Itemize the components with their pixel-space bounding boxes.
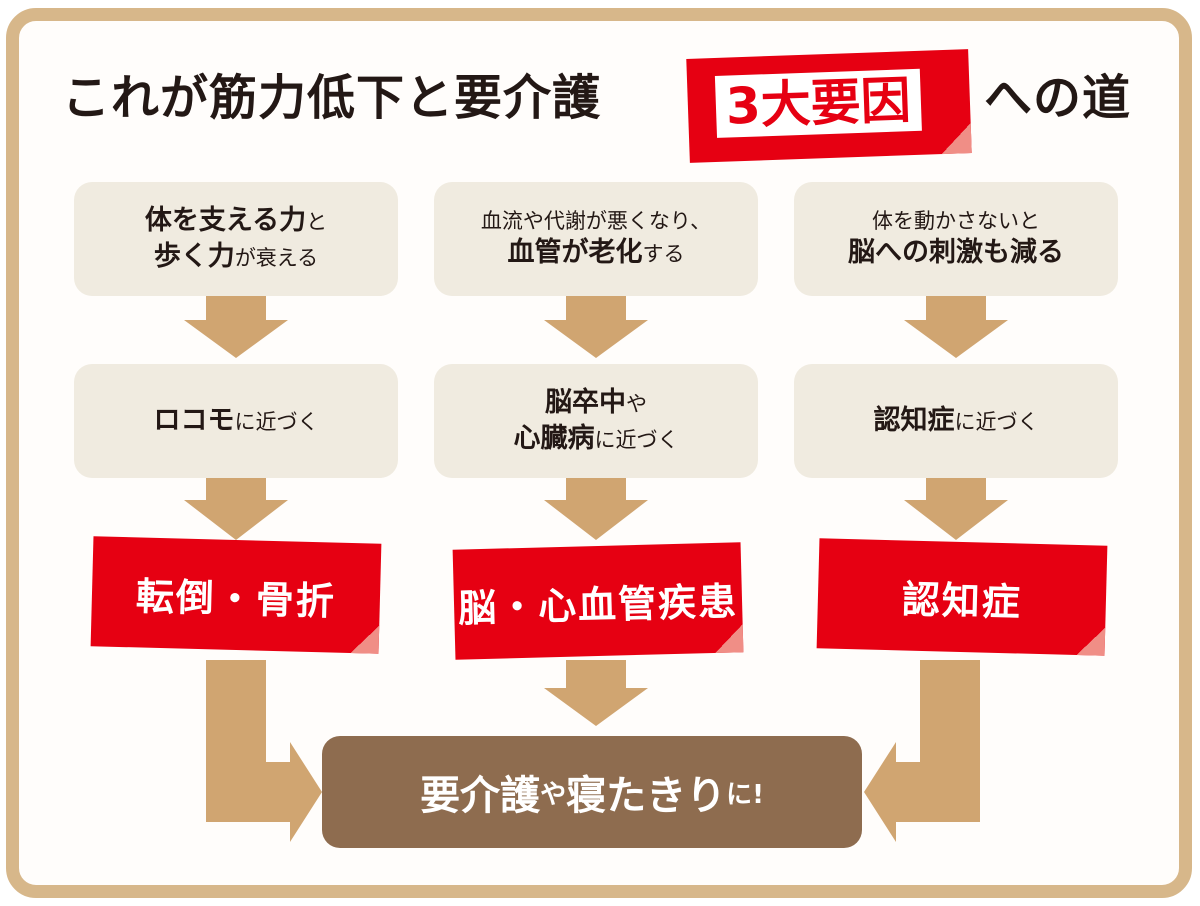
- cause-text: する: [642, 241, 685, 266]
- approach-box-2: 脳卒中や 心臓病に近づく: [434, 364, 758, 478]
- arrow-down-icon: [184, 478, 288, 540]
- title-badge: 3大要因: [686, 49, 972, 163]
- title-badge-text: 3大要因: [724, 71, 912, 136]
- approach-text: 脳卒中: [545, 386, 626, 418]
- elbow-arrow-right-icon: [206, 660, 322, 842]
- cause-text: 血流や代謝が悪くなり、: [480, 208, 712, 233]
- final-outcome-box: 要介護や寝たきりに!: [322, 736, 862, 848]
- page-title-prefix: これが筋力低下と要介護: [62, 70, 602, 126]
- result-label: 脳・心血管疾患: [457, 578, 739, 631]
- arrow-down-icon: [544, 660, 648, 726]
- arrow-down-icon: [184, 296, 288, 358]
- arrow-down-icon: [544, 296, 648, 358]
- cause-text: 体を動かさないと: [872, 208, 1040, 233]
- final-text: や: [540, 779, 567, 810]
- cause-box-3: 体を動かさないと 脳への刺激も減る: [794, 182, 1118, 296]
- result-label: 転倒・骨折: [135, 573, 337, 624]
- cause-text: 体を支える力: [144, 204, 307, 236]
- approach-text: 心臓病: [513, 423, 595, 454]
- approach-text: や: [626, 391, 647, 416]
- approach-text: に近づく: [234, 409, 319, 434]
- cause-text: と: [306, 209, 328, 234]
- final-text: に!: [726, 779, 764, 810]
- result-card-3: 認知症: [816, 538, 1108, 656]
- approach-box-1: ロコモに近づく: [74, 364, 398, 478]
- arrow-down-icon: [904, 478, 1008, 540]
- approach-text: に近づく: [594, 428, 679, 452]
- final-text: 寝たきり: [566, 773, 727, 819]
- cause-text: 血管が老化: [507, 236, 643, 268]
- final-text: 要介護: [420, 773, 541, 819]
- elbow-arrow-left-icon: [864, 660, 980, 842]
- approach-box-3: 認知症に近づく: [794, 364, 1118, 478]
- cause-text: 歩く力: [153, 241, 235, 272]
- approach-text: 認知症: [873, 404, 955, 436]
- approach-text: ロコモ: [153, 404, 235, 436]
- cause-text: 脳への刺激も減る: [848, 236, 1064, 268]
- result-card-1: 転倒・骨折: [90, 536, 382, 654]
- cause-box-2: 血流や代謝が悪くなり、 血管が老化する: [434, 182, 758, 296]
- cause-text: が衰える: [234, 246, 319, 270]
- arrow-down-icon: [544, 478, 648, 540]
- page-title-suffix: への道: [984, 70, 1132, 126]
- result-label: 認知症: [901, 576, 1023, 625]
- approach-text: に近づく: [954, 409, 1039, 434]
- page-fold-icon: [940, 123, 972, 155]
- result-card-2: 脳・心血管疾患: [452, 542, 744, 660]
- arrow-down-icon: [904, 296, 1008, 358]
- cause-box-1: 体を支える力と 歩く力が衰える: [74, 182, 398, 296]
